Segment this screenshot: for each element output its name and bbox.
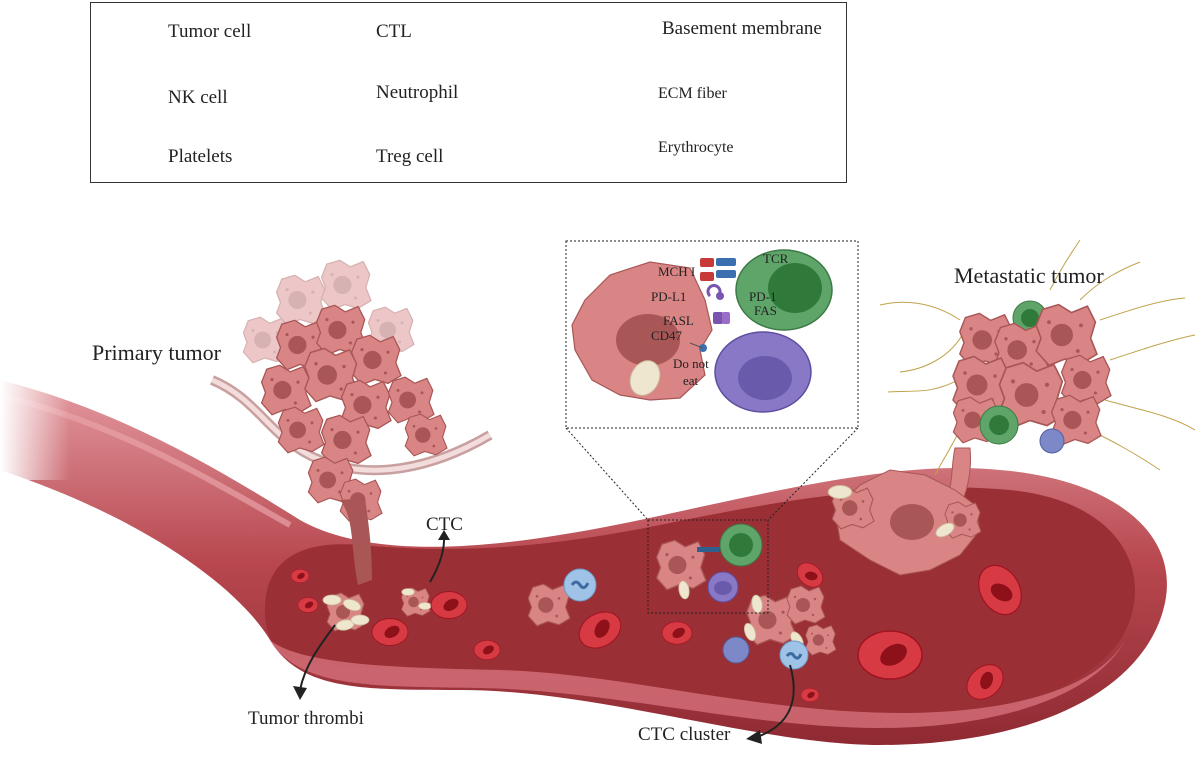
inset-panel — [565, 240, 859, 429]
legend-label-treg-cell: Treg cell — [376, 146, 444, 167]
label-primary-tumor: Primary tumor — [92, 340, 221, 365]
ctc-cluster — [722, 585, 837, 670]
legend-label-nk-cell: NK cell — [168, 87, 228, 108]
inset-label-cd47: CD47 — [651, 328, 683, 343]
inset-label-pdl1: PD-L1 — [651, 289, 687, 304]
legend-label-basement-membrane: Basement membrane — [662, 18, 822, 39]
primary-tumor — [209, 259, 493, 585]
ctc-arrow — [429, 530, 450, 583]
zoom-lines — [565, 427, 859, 521]
tumor-thrombi-arrow — [293, 624, 336, 700]
label-ctc: CTC — [426, 514, 463, 535]
ctc-with-neutrophil — [527, 568, 597, 627]
inset-label-fasl: FASL — [663, 313, 694, 328]
legend-label-tumor-cell: Tumor cell — [168, 21, 252, 42]
inset-label-fas: FAS — [754, 303, 777, 318]
legend-label-platelets: Platelets — [168, 146, 233, 167]
metastatic-tumor — [827, 239, 1196, 576]
circulating-tumor-cell — [401, 587, 432, 617]
ctc-cluster-arrow — [746, 664, 795, 744]
label-metastatic-tumor: Metastatic tumor — [954, 263, 1104, 288]
immune-interaction-region — [647, 519, 769, 614]
legend-label-ecm-fiber: ECM fiber — [658, 85, 727, 102]
inset-label-tcr: TCR — [763, 251, 789, 266]
label-tumor-thrombi: Tumor thrombi — [248, 708, 364, 729]
label-ctc-cluster: CTC cluster — [638, 724, 731, 745]
legend-label-ctl: CTL — [376, 21, 412, 42]
inset-label-do-not: Do not — [673, 356, 709, 371]
legend — [90, 2, 847, 183]
inset-label-mch: MCH I — [658, 264, 696, 279]
legend-label-neutrophil: Neutrophil — [376, 82, 459, 103]
legend-label-erythrocyte: Erythrocyte — [658, 139, 734, 156]
inset-label-pd1: PD-1 — [749, 289, 777, 304]
inset-label-eat: eat — [683, 373, 699, 388]
